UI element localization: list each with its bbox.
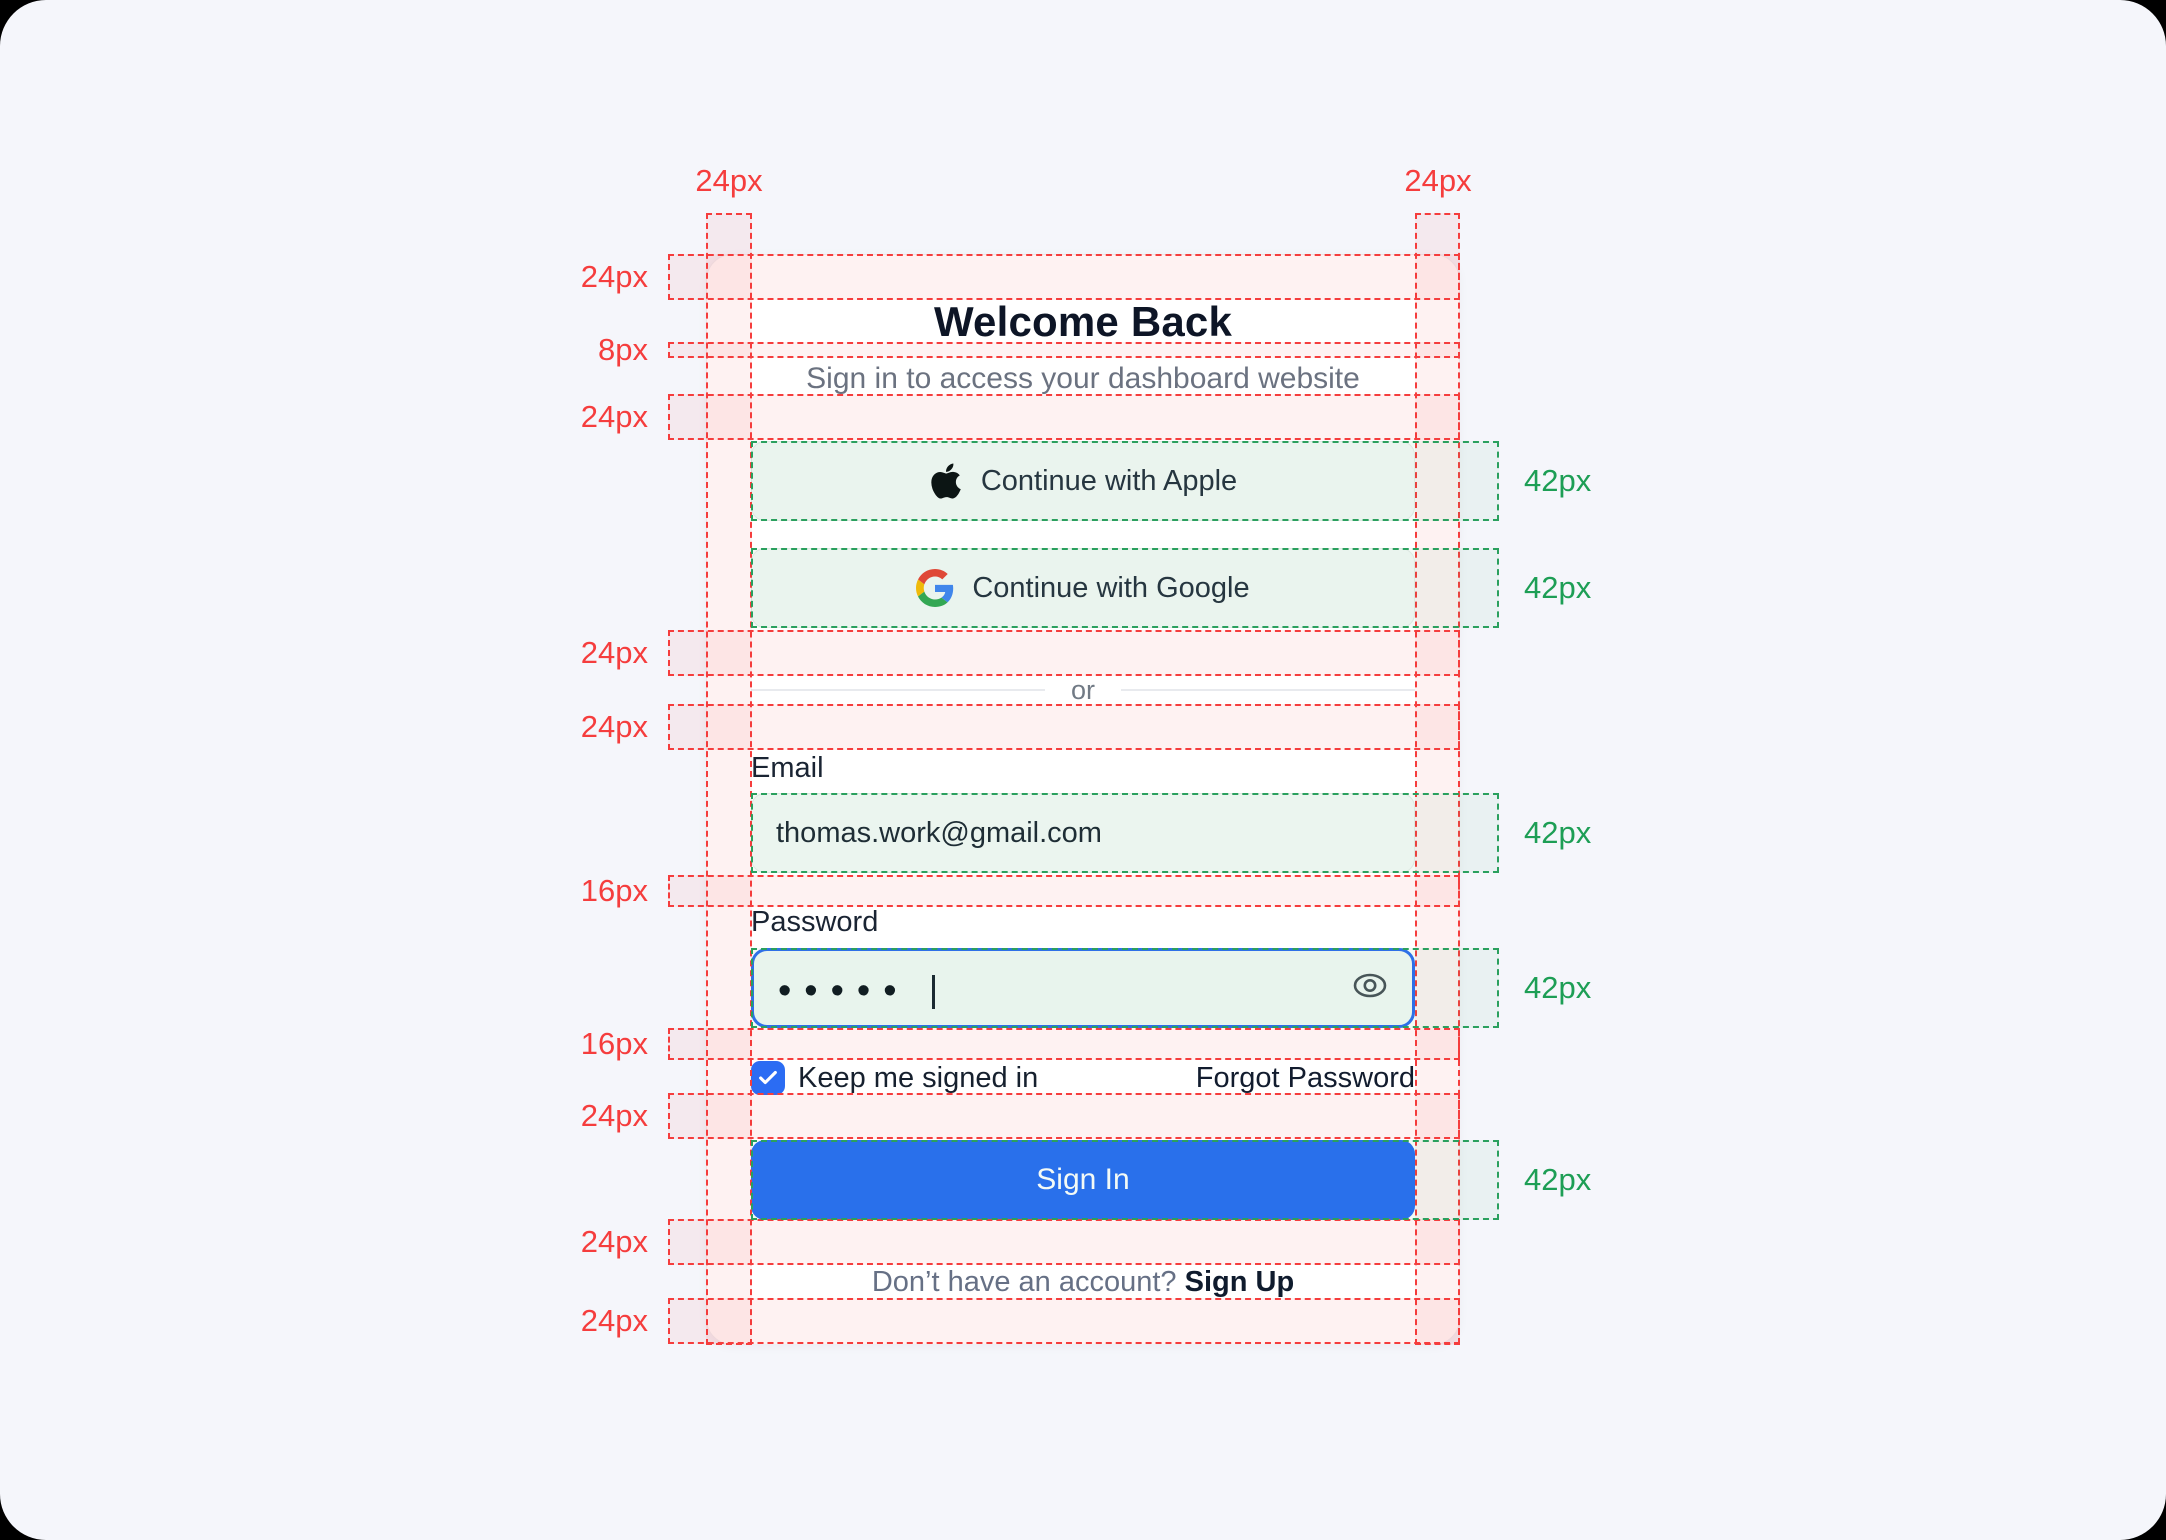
password-masked-value: ••••• bbox=[778, 970, 910, 1012]
height-measure-label: 42px bbox=[1524, 1162, 1592, 1197]
signup-link[interactable]: Sign Up bbox=[1184, 1266, 1295, 1298]
sign-in-button[interactable]: Sign In bbox=[751, 1140, 1415, 1220]
spacing-measure-label: 24px bbox=[580, 1098, 648, 1133]
continue-with-apple-button[interactable]: Continue with Apple bbox=[751, 441, 1415, 521]
height-measure-label: 42px bbox=[1524, 970, 1592, 1005]
padding-measure-label: 24px bbox=[1404, 163, 1472, 198]
continue-with-google-button[interactable]: Continue with Google bbox=[751, 548, 1415, 628]
spacing-measure-label: 24px bbox=[580, 259, 648, 294]
divider-line bbox=[751, 689, 1045, 691]
email-value: thomas.work@gmail.com bbox=[776, 816, 1102, 849]
email-field[interactable]: thomas.work@gmail.com bbox=[751, 793, 1415, 873]
apple-icon bbox=[929, 461, 963, 501]
spacing-measure-label: 8px bbox=[598, 332, 648, 367]
padding-measure-label: 24px bbox=[695, 163, 763, 198]
height-measure-label: 42px bbox=[1524, 570, 1592, 605]
divider-line bbox=[1121, 689, 1416, 691]
spacing-measure-label: 24px bbox=[580, 1303, 648, 1338]
spacing-measure-label: 24px bbox=[580, 1224, 648, 1259]
signup-row: Don’t have an account? Sign Up bbox=[751, 1266, 1415, 1299]
height-measure-label: 42px bbox=[1524, 815, 1592, 850]
forgot-password-link[interactable]: Forgot Password bbox=[1195, 1061, 1415, 1094]
page-subtitle: Sign in to access your dashboard website bbox=[806, 362, 1360, 395]
spacing-measure-label: 24px bbox=[580, 635, 648, 670]
spacing-measure-label: 16px bbox=[580, 1026, 648, 1061]
continue-with-apple-label: Continue with Apple bbox=[980, 464, 1238, 497]
divider-text: or bbox=[1071, 674, 1096, 705]
spacing-measure-label: 24px bbox=[580, 399, 648, 434]
google-icon bbox=[916, 569, 954, 607]
keep-signed-in-label: Keep me signed in bbox=[798, 1061, 1039, 1094]
email-label: Email bbox=[751, 752, 824, 784]
password-label: Password bbox=[751, 906, 879, 938]
text-caret bbox=[931, 975, 935, 1009]
remember-me-row: Keep me signed in Forgot Password bbox=[751, 1060, 1415, 1096]
password-field[interactable]: ••••• bbox=[751, 948, 1415, 1028]
sign-in-label: Sign In bbox=[1036, 1163, 1130, 1196]
spacing-measure-label: 24px bbox=[580, 709, 648, 744]
page-title: Welcome Back bbox=[933, 298, 1233, 345]
signup-prompt: Don’t have an account? bbox=[871, 1266, 1185, 1298]
height-measure-label: 42px bbox=[1524, 463, 1592, 498]
continue-with-google-label: Continue with Google bbox=[972, 571, 1250, 604]
signin-form: Welcome Back Sign in to access your dash… bbox=[751, 0, 1416, 1540]
show-password-eye-icon[interactable] bbox=[1350, 971, 1390, 1006]
spacing-measure-label: 16px bbox=[580, 873, 648, 908]
keep-signed-in-checkbox[interactable] bbox=[751, 1061, 785, 1095]
divider: or bbox=[751, 674, 1416, 705]
